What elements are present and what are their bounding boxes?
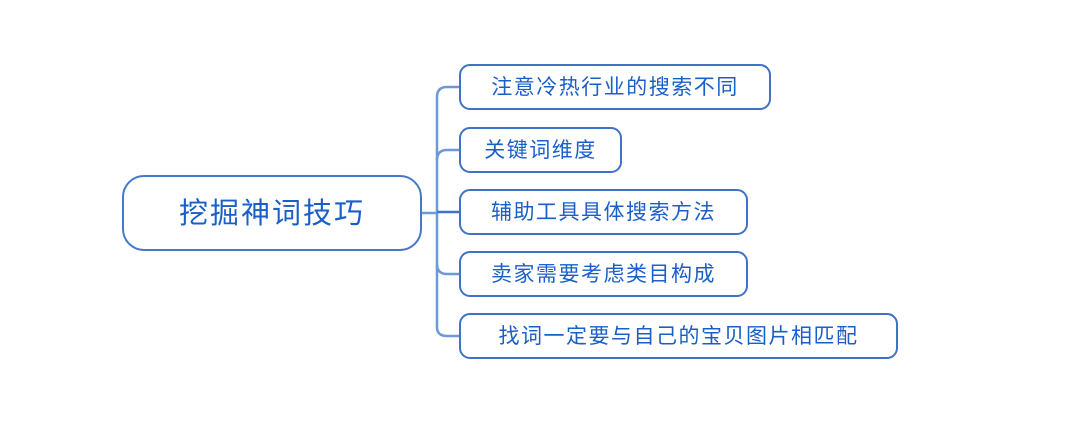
connector-branch-1	[435, 148, 459, 161]
branch-node-label: 注意冷热行业的搜索不同	[491, 74, 739, 99]
mindmap-branch-node-3[interactable]: 辅助工具具体搜索方法	[459, 189, 748, 235]
mindmap-branch-node-2[interactable]: 关键词维度	[459, 127, 622, 173]
connector-branch-3	[435, 263, 459, 276]
mindmap-branch-node-1[interactable]: 注意冷热行业的搜索不同	[459, 64, 771, 110]
branch-node-label: 关键词维度	[484, 137, 597, 162]
branch-node-label: 卖家需要考虑类目构成	[491, 261, 716, 286]
mindmap-branch-node-4[interactable]: 卖家需要考虑类目构成	[459, 251, 748, 297]
branch-node-label: 辅助工具具体搜索方法	[491, 199, 716, 224]
connector-branch-0	[435, 85, 459, 98]
mindmap-root-node[interactable]: 挖掘神词技巧	[122, 175, 422, 251]
branch-node-label: 找词一定要与自己的宝贝图片相匹配	[498, 323, 859, 348]
root-node-label: 挖掘神词技巧	[178, 195, 365, 230]
connector-branch-4	[435, 326, 459, 338]
mindmap-branch-node-5[interactable]: 找词一定要与自己的宝贝图片相匹配	[459, 313, 898, 359]
